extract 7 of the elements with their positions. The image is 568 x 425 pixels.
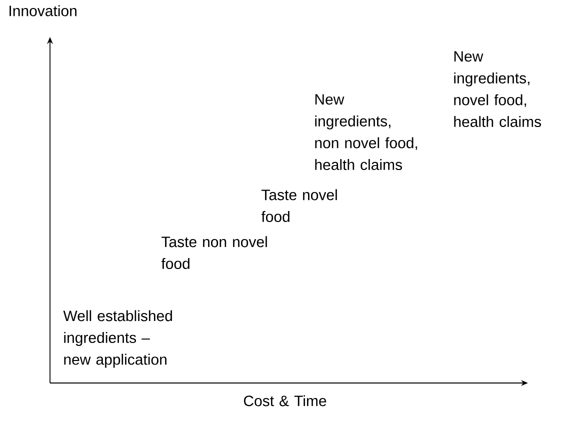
axis-title: Innovation <box>10 5 76 16</box>
stage-label: New ingredients, non novel food, health claims <box>315 94 418 170</box>
axis-title: Cost & Time <box>244 395 326 406</box>
stage-label: Taste non novel food <box>161 236 267 269</box>
stage-label: New ingredients, novel food, health claims <box>454 51 541 128</box>
stage-label: Taste novel food <box>261 189 337 222</box>
stage-label: Well established ingredients – new application <box>63 310 172 368</box>
